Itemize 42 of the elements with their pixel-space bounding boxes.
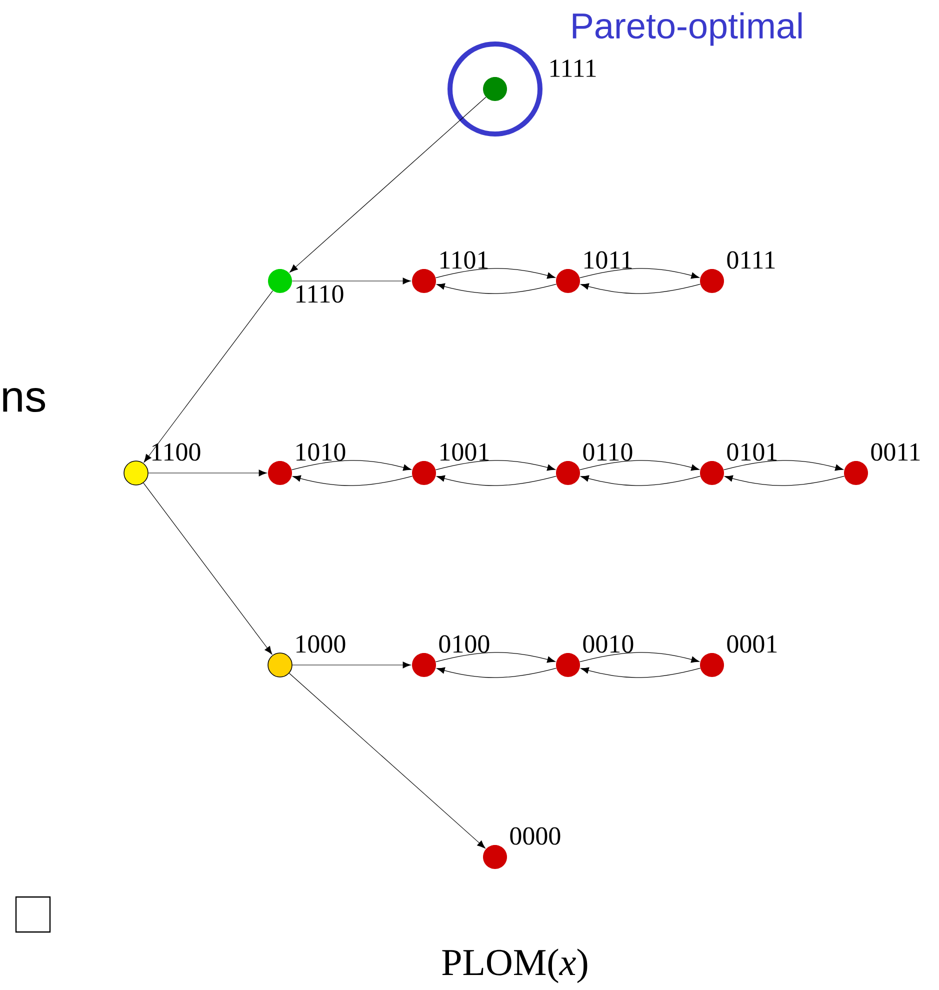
arrow: [290, 96, 486, 272]
arrow: [292, 662, 411, 668]
caption: PLOM(x): [442, 948, 588, 984]
state-label: 0011: [871, 443, 920, 461]
arrow: [435, 268, 556, 279]
state-label: 1101: [440, 251, 488, 269]
highlight-label: Pareto-optimal: [572, 12, 802, 46]
arrow: [292, 278, 411, 284]
state-label: 0101: [727, 443, 777, 461]
arrow: [288, 672, 486, 848]
arrow: [579, 268, 700, 279]
arrow: [435, 460, 556, 471]
state-label: 0010: [583, 635, 634, 653]
state-label: 1011: [584, 251, 632, 269]
arrow: [436, 475, 557, 486]
arrow: [148, 470, 267, 476]
state-label: 1111: [550, 60, 596, 77]
state-label: 1110: [296, 285, 344, 303]
arrow: [436, 667, 557, 678]
state-label: 1001: [440, 443, 489, 461]
state-label: 0110: [583, 443, 632, 461]
arrow: [580, 283, 701, 294]
arrow: [291, 460, 412, 471]
arrow: [580, 667, 701, 678]
state-label: 1100: [152, 443, 200, 461]
arrow: [143, 482, 272, 654]
state-label: 0111: [727, 251, 775, 269]
arrow: [144, 290, 273, 462]
state-label: 1000: [296, 635, 346, 653]
arrow: [292, 475, 413, 486]
state-label: 0001: [727, 635, 777, 653]
state-label: 0100: [439, 635, 490, 653]
arrow: [580, 475, 701, 486]
state-label: 1010: [296, 443, 346, 461]
arrow: [579, 460, 700, 471]
arrow: [724, 475, 845, 486]
arrow: [435, 652, 556, 663]
arrow: [723, 460, 844, 471]
arrow: [436, 283, 557, 294]
arrow: [579, 652, 700, 663]
state-label: 0000: [510, 827, 560, 845]
cut-text: ns: [3, 388, 46, 412]
